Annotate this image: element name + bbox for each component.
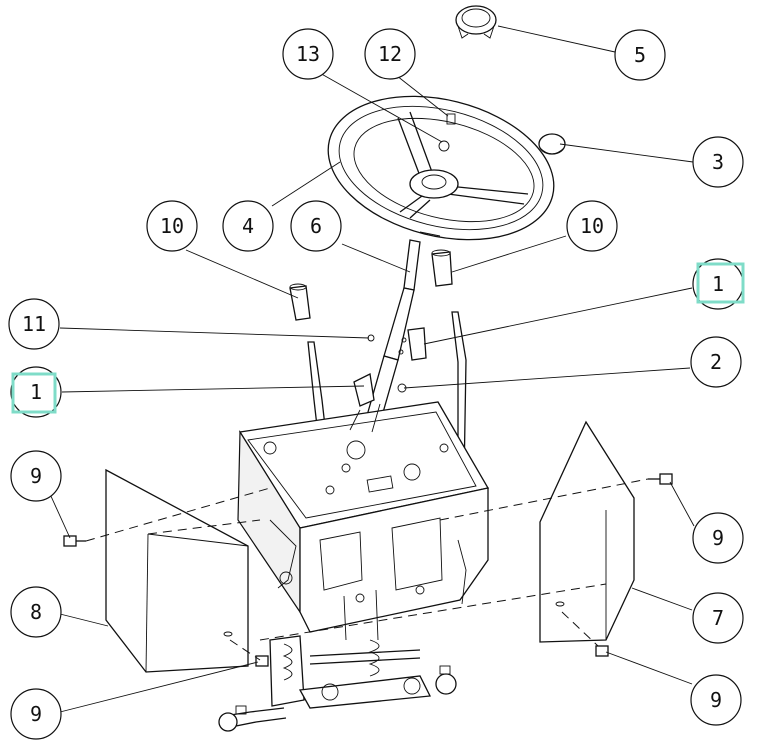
callout-9-bottom-left[interactable]: 9	[10, 688, 62, 740]
callout-1-right-highlight	[696, 262, 745, 304]
callout-5-label: 5	[634, 43, 646, 67]
callout-13-label: 13	[296, 42, 320, 66]
callout-11-label: 11	[22, 312, 46, 336]
callout-10-right[interactable]: 10	[566, 200, 618, 252]
callout-9-top-left[interactable]: 9	[10, 450, 62, 502]
callout-1-left-label: 1	[30, 380, 42, 404]
callout-9-top-left-label: 9	[30, 464, 42, 488]
alignment-dashed-lines	[85, 478, 649, 661]
leader-lines	[49, 25, 695, 713]
right-side-shield-part	[539, 420, 635, 643]
callout-9-top-right-label: 9	[712, 526, 724, 550]
callout-4[interactable]: 4	[222, 200, 274, 252]
callout-4-label: 4	[242, 214, 254, 238]
callout-5[interactable]: 5	[614, 29, 666, 81]
left-side-shield-part	[105, 468, 249, 673]
spinner-knob-part	[538, 133, 566, 155]
callout-9-top-right[interactable]: 9	[692, 512, 744, 564]
callout-7-label: 7	[712, 606, 724, 630]
callout-2[interactable]: 2	[690, 336, 742, 388]
callout-9-bottom-left-label: 9	[30, 702, 42, 726]
callout-8-label: 8	[30, 600, 42, 624]
horn-cap-part	[455, 5, 497, 39]
callout-10-left[interactable]: 10	[146, 200, 198, 252]
callout-9-bottom-right[interactable]: 9	[690, 674, 742, 726]
callout-8[interactable]: 8	[10, 586, 62, 638]
spring-linkage-part	[218, 635, 457, 732]
callout-1-right[interactable]: 1	[692, 258, 745, 310]
callout-1-left[interactable]: 1	[10, 366, 62, 418]
callout-3-label: 3	[712, 150, 724, 174]
callout-11[interactable]: 11	[8, 298, 60, 350]
callout-13[interactable]: 13	[282, 28, 334, 80]
callout-7[interactable]: 7	[692, 592, 744, 644]
steering-wheel-part	[327, 95, 555, 241]
control-console-body	[237, 401, 490, 641]
callout-6[interactable]: 6	[290, 200, 342, 252]
callout-2-label: 2	[710, 350, 722, 374]
callout-3[interactable]: 3	[692, 136, 744, 188]
callout-1-left-highlight	[11, 372, 57, 414]
callout-12[interactable]: 12	[364, 28, 416, 80]
callout-12-label: 12	[378, 42, 402, 66]
callout-10-left-label: 10	[160, 214, 184, 238]
callout-6-label: 6	[310, 214, 322, 238]
bolt-parts	[63, 473, 673, 667]
callout-1-right-label: 1	[712, 272, 724, 296]
callout-9-bottom-right-label: 9	[710, 688, 722, 712]
callout-10-right-label: 10	[580, 214, 604, 238]
